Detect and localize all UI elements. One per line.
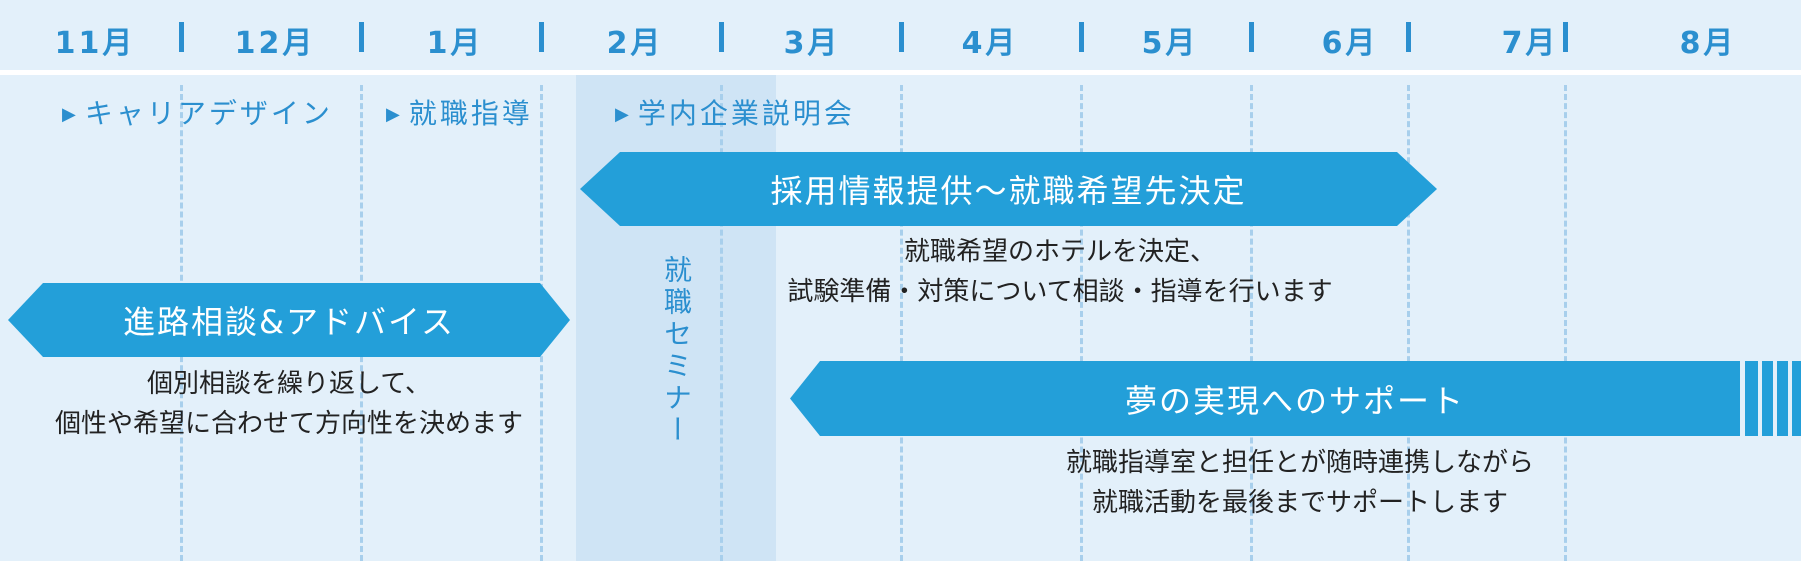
month-separator: [1079, 22, 1084, 52]
grid-line: [1080, 85, 1083, 561]
month-label: 12月: [234, 26, 316, 61]
description-line: 就職指導室と担任とが随時連携しながら: [1065, 448, 1534, 478]
phase-description-dream-support: 就職指導室と担任とが随時連携しながら 就職活動を最後までサポートします: [1000, 443, 1600, 523]
event-label: 就職指導: [408, 97, 533, 130]
continuation-stripe: [1762, 361, 1773, 436]
phase-arrow-dream-support: 夢の実現へのサポート: [790, 361, 1740, 436]
description-line: 個性や希望に合わせて方向性を決めます: [54, 409, 523, 439]
triangle-right-icon: ▶: [615, 104, 632, 125]
description-line: 就職活動を最後までサポートします: [1091, 488, 1508, 518]
month-label: 2月: [606, 26, 664, 61]
month-header: 11月 12月 1月 2月 3月 4月 5月 6月 7月 8月: [0, 0, 1801, 70]
month-label: 1月: [426, 26, 484, 61]
description-line: 試験準備・対策について相談・指導を行います: [787, 277, 1333, 307]
month-label: 7月: [1501, 26, 1559, 61]
month-label: 3月: [783, 26, 841, 61]
event-label: 学内企業説明会: [637, 97, 855, 130]
phase-title: 夢の実現へのサポート: [1124, 381, 1465, 420]
month-label: 8月: [1679, 26, 1737, 61]
grid-line: [1564, 85, 1567, 561]
phase-description-recruitment: 就職希望のホテルを決定、 試験準備・対策について相談・指導を行います: [700, 232, 1420, 312]
month-label: 5月: [1141, 26, 1199, 61]
event-career-design: ▶キャリアデザイン: [62, 92, 333, 132]
continuation-stripe: [1745, 361, 1758, 436]
month-separator: [539, 22, 544, 52]
event-company-briefing: ▶学内企業説明会: [615, 92, 855, 132]
phase-title: 採用情報提供〜就職希望先決定: [770, 172, 1247, 210]
month-separator: [179, 22, 184, 52]
phase-title: 進路相談&アドバイス: [123, 303, 455, 341]
continuation-stripe: [1792, 361, 1801, 436]
month-separator: [359, 22, 364, 52]
triangle-right-icon: ▶: [386, 104, 403, 125]
continuation-stripe: [1777, 361, 1788, 436]
month-separator: [899, 22, 904, 52]
month-separator: [1406, 22, 1411, 52]
grid-line: [1407, 85, 1410, 561]
phase-arrow-career-consultation: 進路相談&アドバイス: [8, 283, 570, 357]
month-separator: [1563, 22, 1568, 52]
description-line: 個別相談を繰り返して、: [147, 369, 431, 399]
seminar-label: 就職セミナー: [660, 255, 693, 447]
grid-line: [720, 85, 723, 561]
description-line: 就職希望のホテルを決定、: [903, 237, 1216, 267]
month-label: 4月: [961, 26, 1019, 61]
triangle-right-icon: ▶: [62, 104, 79, 125]
grid-line: [1250, 85, 1253, 561]
month-separator: [1249, 22, 1254, 52]
event-job-guidance: ▶就職指導: [386, 92, 533, 132]
header-divider: [0, 70, 1801, 75]
event-label: キャリアデザイン: [84, 97, 333, 130]
phase-description-career-consultation: 個別相談を繰り返して、 個性や希望に合わせて方向性を決めます: [0, 364, 578, 444]
month-label: 11月: [54, 26, 136, 61]
month-separator: [719, 22, 724, 52]
phase-arrow-recruitment: 採用情報提供〜就職希望先決定: [580, 152, 1437, 226]
month-label: 6月: [1321, 26, 1379, 61]
grid-line: [900, 85, 903, 561]
